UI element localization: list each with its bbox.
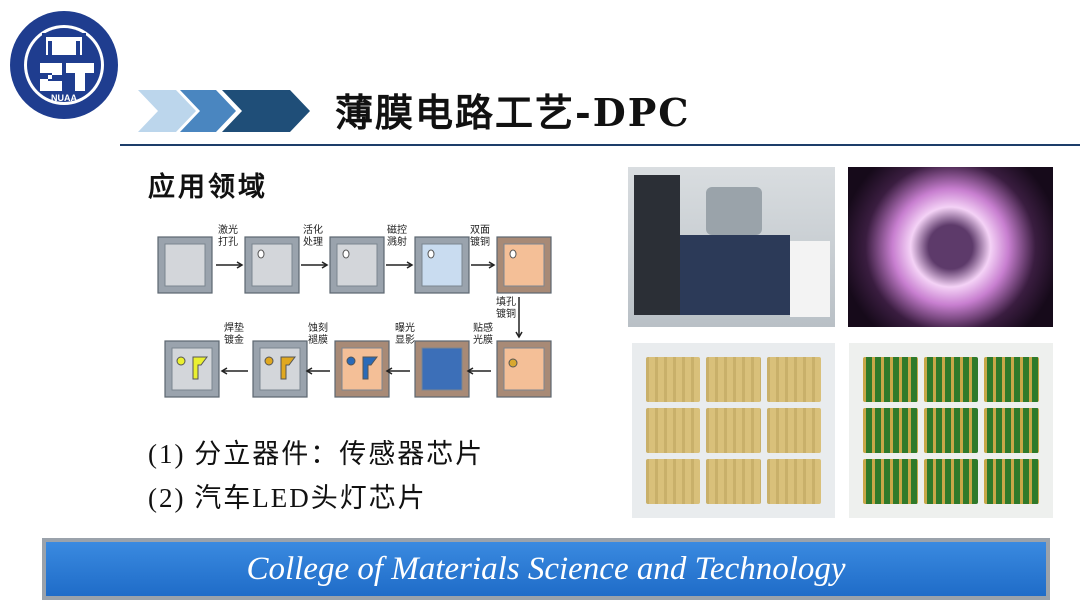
circuit-tile xyxy=(984,357,1039,402)
process-stage xyxy=(414,236,470,294)
circuit-tile xyxy=(923,357,979,402)
circuit-tile xyxy=(766,459,821,504)
process-step-label: 曝光显影 xyxy=(395,323,415,346)
arrowhead xyxy=(321,261,329,269)
ceramic-substrate-photo xyxy=(632,343,835,518)
circuit-tile xyxy=(923,459,979,504)
circuit-tile xyxy=(646,408,701,453)
footer-banner: College of Materials Science and Technol… xyxy=(42,538,1050,600)
chevron-arrows-icon xyxy=(138,90,310,132)
process-stage xyxy=(334,340,390,398)
arrowhead xyxy=(466,367,474,375)
green-pcb-photo xyxy=(849,343,1053,518)
arrowhead xyxy=(385,367,393,375)
arrowhead xyxy=(515,331,523,339)
process-stage xyxy=(414,340,470,398)
logo-text: NUAA xyxy=(51,93,77,103)
arrowhead xyxy=(305,367,313,375)
plasma-photo xyxy=(848,167,1053,327)
process-step-label: 贴感光膜 xyxy=(473,323,493,346)
arrowhead xyxy=(406,261,414,269)
arrowhead xyxy=(220,367,228,375)
process-diagram-graphic xyxy=(157,236,552,398)
circuit-tile xyxy=(706,408,761,453)
application-item: (2) 汽车LED头灯芯片 xyxy=(148,483,427,513)
process-step-label: 填孔镀铜 xyxy=(496,297,516,320)
process-stage xyxy=(157,236,213,294)
circuit-tile xyxy=(646,357,701,402)
section-heading: 应用领域 xyxy=(148,172,268,203)
process-stage xyxy=(252,340,308,398)
circuit-tile xyxy=(646,459,701,504)
circuit-tile xyxy=(863,408,918,453)
process-stage xyxy=(329,236,385,294)
circuit-tile xyxy=(706,357,761,402)
circuit-tile xyxy=(706,459,761,504)
process-stage xyxy=(496,236,552,294)
process-step-label: 蚀刻褪膜 xyxy=(308,323,328,346)
page-title: 薄膜电路工艺-DPC xyxy=(335,90,691,135)
circuit-tile xyxy=(923,408,979,453)
process-step-label: 磁控溅射 xyxy=(387,225,407,248)
circuit-tile xyxy=(766,357,821,402)
arrowhead xyxy=(236,261,244,269)
circuit-tile xyxy=(766,408,821,453)
title-divider xyxy=(120,144,1080,146)
arrowhead xyxy=(488,261,496,269)
dpc-process-diagram: 激光打孔 活化处理 磁控溅射 双面镀铜 填孔镀铜 贴感光膜 曝光显影 蚀刻褪膜 … xyxy=(150,225,560,415)
equipment-photo xyxy=(628,167,835,327)
circuit-tile xyxy=(863,459,918,504)
process-step-label: 焊垫镀金 xyxy=(224,323,244,346)
process-stage xyxy=(496,340,552,398)
university-logo: NUAA xyxy=(8,5,120,125)
application-item: (1) 分立器件：传感器芯片 xyxy=(148,439,485,469)
process-step-label: 活化处理 xyxy=(303,225,323,248)
process-step-label: 双面镀铜 xyxy=(470,225,490,248)
footer-text: College of Materials Science and Technol… xyxy=(246,550,846,587)
process-step-label: 激光打孔 xyxy=(218,225,238,248)
circuit-tile xyxy=(863,357,918,402)
process-stage xyxy=(244,236,300,294)
process-stage xyxy=(164,340,220,398)
circuit-tile xyxy=(984,408,1039,453)
circuit-tile xyxy=(984,459,1039,504)
